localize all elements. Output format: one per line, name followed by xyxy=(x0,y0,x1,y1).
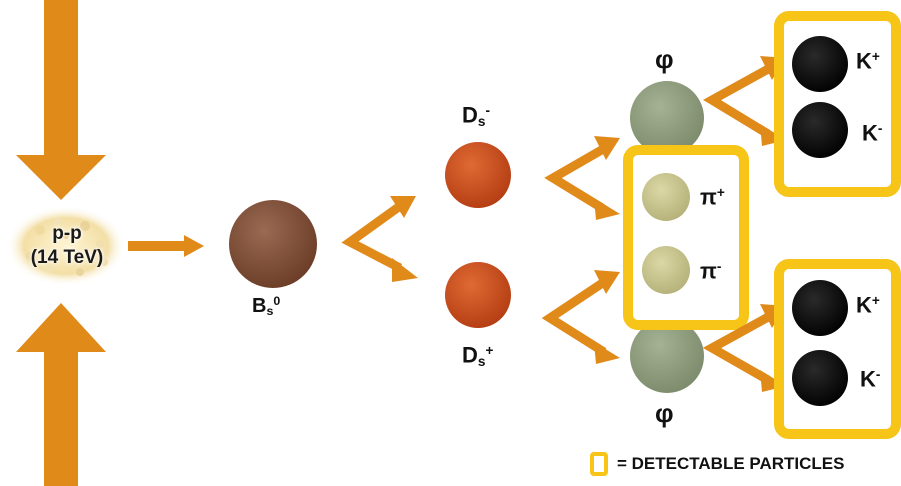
particle-ds-plus xyxy=(445,262,511,328)
label-k-minus-top: K- xyxy=(862,120,883,146)
label-k-minus-bottom: K- xyxy=(860,366,881,392)
beam-arrow-top xyxy=(16,0,106,200)
particle-k-plus-bottom xyxy=(792,280,848,336)
label-k-plus-top: K+ xyxy=(856,48,880,74)
collision-line1: p-p xyxy=(52,223,82,244)
arrow-pair-ds-plus xyxy=(541,278,607,356)
label-phi-top: φ xyxy=(655,44,674,74)
particle-bs xyxy=(229,200,317,288)
collision-burst-icon xyxy=(6,206,126,286)
particle-phi-top xyxy=(630,81,704,155)
particle-k-plus-top xyxy=(792,36,848,92)
arrow-pair-ds-minus xyxy=(544,144,608,212)
legend: = DETECTABLE PARTICLES xyxy=(590,452,844,476)
legend-detectable-swatch-icon xyxy=(590,452,608,476)
particle-k-minus-top xyxy=(792,102,848,158)
label-pi-plus: π+ xyxy=(700,184,725,210)
legend-text: = DETECTABLE PARTICLES xyxy=(617,454,845,473)
particle-pi-minus xyxy=(642,246,690,294)
particle-ds-minus xyxy=(445,142,511,208)
arrowheads-ds-plus xyxy=(594,270,620,364)
particle-pi-plus xyxy=(642,173,690,221)
collision-line2: (14 TeV) xyxy=(30,246,104,268)
arrowheads-ds-minus xyxy=(594,136,620,220)
particle-phi-bottom xyxy=(630,319,704,393)
arrow-to-bs xyxy=(128,235,204,257)
beam-arrow-bottom xyxy=(16,303,106,486)
label-pi-minus: π- xyxy=(700,258,722,284)
particle-k-minus-bottom xyxy=(792,350,848,406)
label-ds-minus: Ds- xyxy=(462,102,491,129)
collision-label: p-p (14 TeV) xyxy=(8,222,126,270)
detectable-box-pions xyxy=(623,145,749,330)
arrow-pair-phi-bottom xyxy=(702,312,773,384)
label-ds-plus: Ds+ xyxy=(462,342,494,369)
arrow-pair-phi-top xyxy=(703,64,773,138)
label-bs: Bs0 xyxy=(252,294,281,318)
arrowheads-bs-to-ds xyxy=(390,196,418,282)
arrow-pair-bs-to-ds xyxy=(341,202,403,272)
label-phi-bottom: φ xyxy=(655,398,674,428)
label-k-plus-bottom: K+ xyxy=(856,292,880,318)
